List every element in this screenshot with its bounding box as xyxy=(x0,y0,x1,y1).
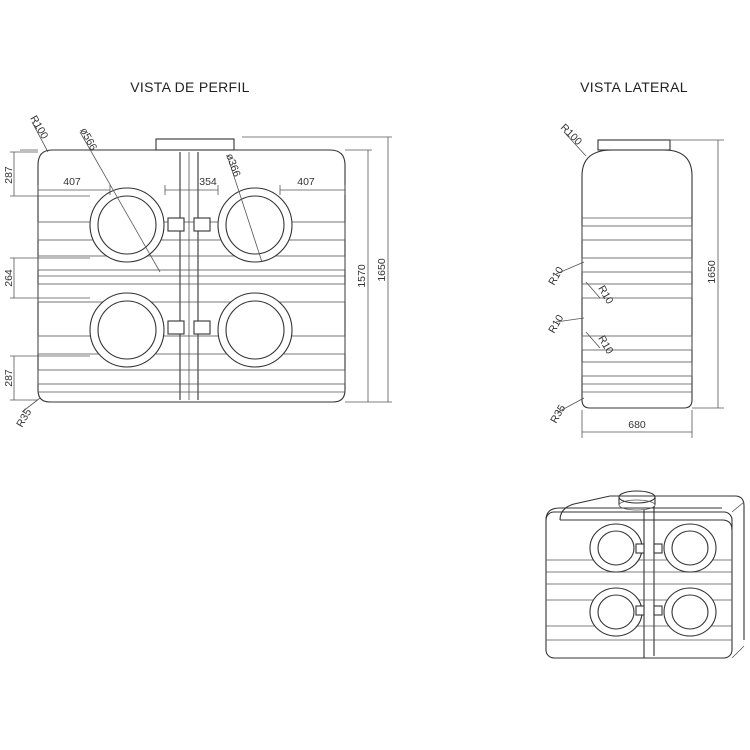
profile-view: 407 354 407 287 264 287 R100 R35 ø566 ø3… xyxy=(3,114,392,430)
lateral-radius-bottom: R35 xyxy=(548,403,568,426)
lateral-radius-top: R100 xyxy=(558,122,584,148)
isometric-view xyxy=(545,490,745,659)
lateral-height: 1650 xyxy=(706,260,718,284)
lateral-view-title: VISTA LATERAL xyxy=(580,79,688,95)
lateral-radius-4: R10 xyxy=(595,334,615,357)
dim-height-bottom: 287 xyxy=(3,369,15,387)
lateral-view: R100 R10 R10 R10 R10 R35 680 1650 xyxy=(546,122,724,438)
lateral-radius-2: R10 xyxy=(595,284,615,307)
dim-diameter-small: ø366 xyxy=(223,152,243,179)
lateral-width: 680 xyxy=(628,419,646,431)
profile-clips xyxy=(167,217,211,335)
dim-height-top: 287 xyxy=(3,166,15,184)
dim-radius-bottom: R35 xyxy=(14,407,34,430)
profile-view-title: VISTA DE PERFIL xyxy=(130,79,249,95)
dim-width-center: 354 xyxy=(199,176,217,188)
dim-height-inner: 1570 xyxy=(356,264,368,288)
lateral-radius-3: R10 xyxy=(546,313,566,336)
profile-openings xyxy=(89,187,293,368)
dim-width-right: 407 xyxy=(297,176,315,188)
dim-height-mid: 264 xyxy=(3,269,15,287)
lateral-bands xyxy=(581,217,693,393)
lateral-radius-1: R10 xyxy=(546,265,566,288)
dim-diameter-large: ø566 xyxy=(77,126,99,153)
dim-radius-top: R100 xyxy=(27,114,50,142)
dim-height-total: 1650 xyxy=(376,258,388,282)
profile-ribs xyxy=(37,221,346,393)
dim-width-left: 407 xyxy=(63,176,81,188)
